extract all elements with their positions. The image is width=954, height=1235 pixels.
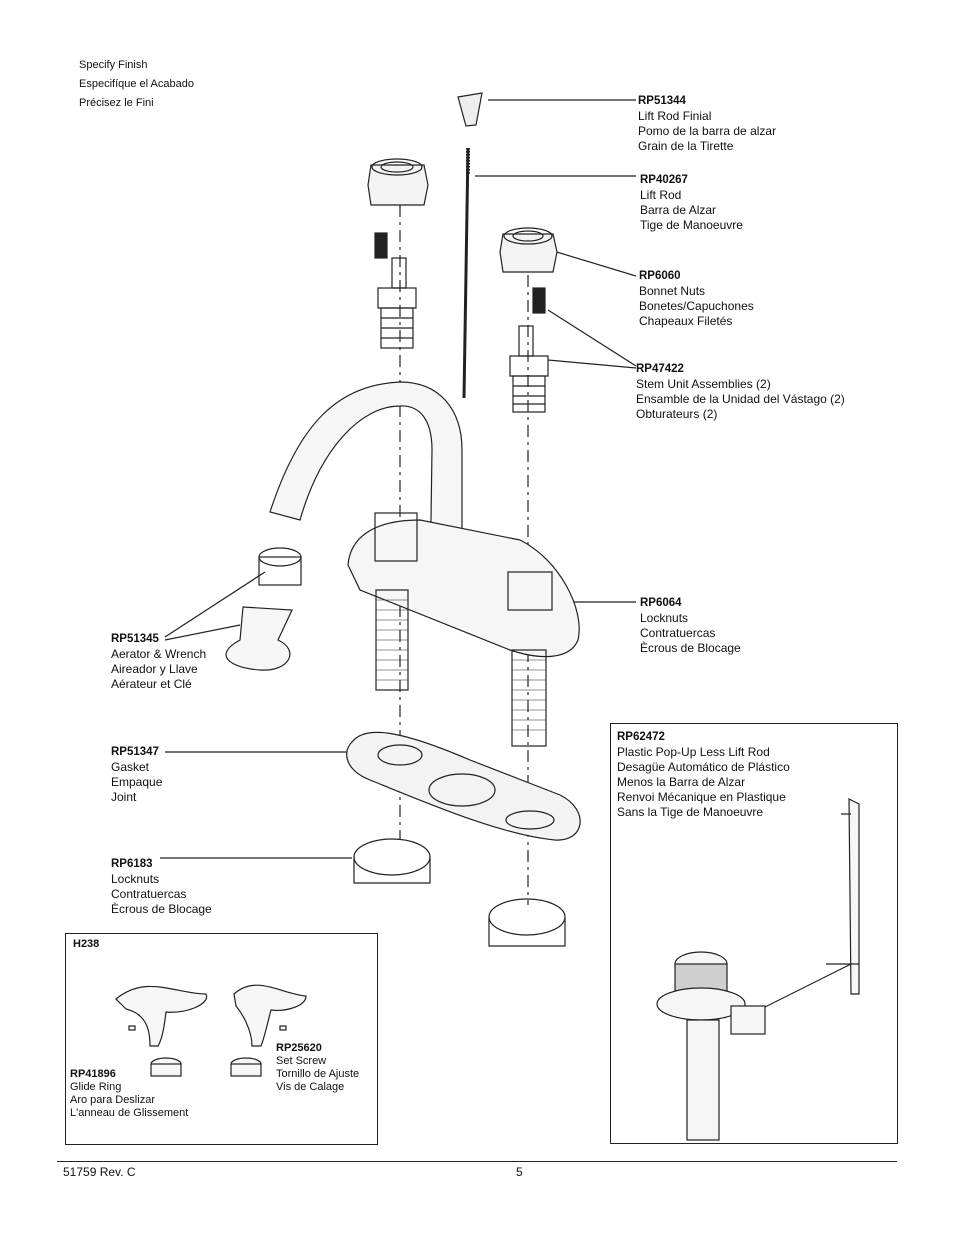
desc-fr: Vis de Calage xyxy=(276,1081,345,1093)
specify-finish-note: Specify Finish Especifíque el Acabado Pr… xyxy=(79,56,194,113)
desc-en: Gasket xyxy=(111,760,150,774)
part-number: RP47422 xyxy=(636,363,684,375)
desc-fr: Ècrous de Blocage xyxy=(640,641,741,655)
part-number: RP62472 xyxy=(617,731,665,743)
part-number: RP51344 xyxy=(638,95,686,107)
desc-fr: L'anneau de Glissement xyxy=(70,1107,189,1119)
desc-fr-2: Sans la Tige de Manoeuvre xyxy=(617,805,764,819)
desc-en: Plastic Pop-Up Less Lift Rod xyxy=(617,745,770,759)
desc-es: Tornillo de Ajuste xyxy=(276,1068,360,1080)
handles-inset-box xyxy=(65,933,378,1145)
desc-fr: Grain de la Tirette xyxy=(638,139,734,153)
desc-es: Contratuercas xyxy=(111,887,187,901)
part-number: RP6060 xyxy=(639,270,681,282)
desc-es: Barra de Alzar xyxy=(640,203,717,217)
popup-inset-box xyxy=(610,723,898,1144)
finish-en: Specify Finish xyxy=(79,59,148,71)
label-rp6183: RP6183 Locknuts Contratuercas Ècrous de … xyxy=(111,857,212,917)
label-rp51345: RP51345 Aerator & Wrench Aireador y Llav… xyxy=(111,632,206,692)
desc-en: Locknuts xyxy=(111,872,160,886)
desc-es: Pomo de la barra de alzar xyxy=(638,124,777,138)
part-number: RP25620 xyxy=(276,1042,322,1054)
part-number: RP40267 xyxy=(640,174,688,186)
desc-es: Ensamble de la Unidad del Vástago (2) xyxy=(636,392,845,406)
part-number: RP6183 xyxy=(111,858,153,870)
part-number: RP51347 xyxy=(111,746,159,758)
desc-en: Lift Rod xyxy=(640,188,682,202)
desc-es: Aro para Deslizar xyxy=(70,1094,155,1106)
popup-drain-illustration xyxy=(656,798,860,1141)
desc-fr: Ècrous de Blocage xyxy=(111,902,212,916)
desc-es: Contratuercas xyxy=(640,626,716,640)
label-rp51347: RP51347 Gasket Empaque Joint xyxy=(111,745,162,805)
document-revision: 51759 Rev. C xyxy=(63,1165,136,1179)
finish-es: Especifíque el Acabado xyxy=(79,78,194,90)
footer-divider xyxy=(57,1161,897,1162)
desc-fr: Chapeaux Filetés xyxy=(639,314,733,328)
desc-es: Desagüe Automático de Plástico xyxy=(617,760,790,774)
desc-fr: Obturateurs (2) xyxy=(636,407,718,421)
part-number: H238 xyxy=(73,938,100,950)
desc-en: Lift Rod Finial xyxy=(638,109,712,123)
desc-fr: Renvoi Mécanique en Plastique xyxy=(617,790,786,804)
desc-es: Bonetes/Capuchones xyxy=(639,299,754,313)
desc-en: Stem Unit Assemblies (2) xyxy=(636,377,771,391)
desc-fr: Tige de Manoeuvre xyxy=(640,218,743,232)
desc-en: Bonnet Nuts xyxy=(639,284,706,298)
desc-en: Locknuts xyxy=(640,611,689,625)
desc-fr: Joint xyxy=(111,790,137,804)
desc-en: Set Screw xyxy=(276,1055,327,1067)
part-number: RP41896 xyxy=(70,1068,116,1080)
desc-fr: Aérateur et Clé xyxy=(111,677,192,691)
desc-es-2: Menos la Barra de Alzar xyxy=(617,775,746,789)
label-rp6064: RP6064 Locknuts Contratuercas Ècrous de … xyxy=(640,596,741,656)
label-h238: H238 xyxy=(73,938,99,951)
label-rp6060: RP6060 Bonnet Nuts Bonetes/Capuchones Ch… xyxy=(639,269,754,329)
label-rp51344: RP51344 Lift Rod Finial Pomo de la barra… xyxy=(638,94,776,154)
finish-fr: Précisez le Fini xyxy=(79,97,154,109)
page-number: 5 xyxy=(516,1165,523,1179)
part-number: RP6064 xyxy=(640,597,682,609)
label-rp47422: RP47422 Stem Unit Assemblies (2) Ensambl… xyxy=(636,362,845,422)
part-number: RP51345 xyxy=(111,633,159,645)
handle-illustration xyxy=(115,984,307,1077)
desc-es: Aireador y Llave xyxy=(111,662,198,676)
label-rp40267: RP40267 Lift Rod Barra de Alzar Tige de … xyxy=(640,173,743,233)
desc-en: Glide Ring xyxy=(70,1081,122,1093)
label-rp62472: RP62472 Plastic Pop-Up Less Lift Rod Des… xyxy=(617,730,790,820)
desc-es: Empaque xyxy=(111,775,163,789)
desc-en: Aerator & Wrench xyxy=(111,647,207,661)
label-rp25620: RP25620 Set Screw Tornillo de Ajuste Vis… xyxy=(276,1042,359,1094)
label-rp41896: RP41896 Glide Ring Aro para Deslizar L'a… xyxy=(70,1068,188,1120)
